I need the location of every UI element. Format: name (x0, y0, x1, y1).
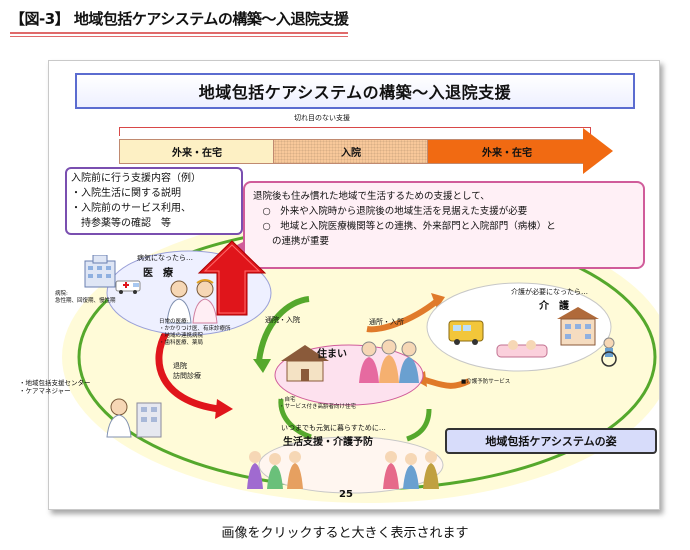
preadmission-item: ・入院生活に関する説明 (71, 188, 181, 199)
care-facility-icon (557, 307, 599, 346)
ambulance-icon (115, 280, 141, 294)
preadmission-heading: 入院前に行う支援内容（例） (71, 173, 201, 184)
timeline-inpatient: 入院 (273, 139, 429, 164)
timeline-label: 切れ目のない支援 (294, 114, 350, 122)
title-underline-2 (10, 36, 348, 37)
slide-image[interactable]: 地域包括ケアシステムの構築～入退院支援 切れ目のない支援 外来・在宅 入院 外来… (19, 60, 660, 510)
home-title: 住まい (317, 349, 347, 360)
clinic-note: 日常の医療: ・かかりつけ医、有床診療所 ・地域の連携病院 ・歯科医療、薬局 (159, 319, 231, 346)
preadmission-item: 持参薬等の確認 等 (71, 218, 171, 229)
care-manager-icon (106, 398, 162, 438)
care-service-note: ■介護予防サービス (461, 379, 511, 385)
day-service-arrow (366, 298, 439, 333)
bath-care-icon (496, 340, 548, 358)
slide-title: 地域包括ケアシステムの構築～入退院支援 (75, 73, 635, 109)
outpatient-arrow (256, 296, 310, 362)
medical-title: 医 療 (143, 268, 173, 279)
house-icon (281, 345, 329, 382)
community-label: 地域包括ケアシステムの姿 (445, 428, 657, 454)
timeline-outpatient: 外来・在宅 (119, 139, 275, 164)
community-people-icon (247, 451, 439, 489)
day-service-arrowhead (431, 293, 445, 309)
life-caption: いつまでも元気に暮らすために… (281, 424, 386, 432)
title-underline (10, 32, 348, 34)
discharge-line: 退院後も住み慣れた地域で生活するための支援として、 (253, 191, 490, 202)
life-title: 生活支援・介護予防 (283, 437, 373, 448)
page-header: 【図-3】 地域包括ケアシステムの構築～入退院支援 (10, 8, 350, 38)
home-notes: ・自宅 ・サービス付き高齢者向け住宅 (279, 397, 357, 410)
preadmission-item: ・入院前のサービス利用、 (71, 203, 191, 214)
support-center-notes: ・地域包括支援センター ・ケアマネジャー (19, 379, 91, 396)
page-title: 地域包括ケアシステムの構築～入退院支援 (73, 10, 349, 28)
life-arrow-left (278, 398, 312, 440)
admission-arrow-icon (197, 240, 267, 316)
slide-page-number: 25 (339, 489, 353, 500)
discharge-arrow (155, 329, 220, 413)
elderly-people-icon (359, 339, 419, 383)
discharge-line: ○ 地域と入院医療機関等との連携、外来部門と入院部門（病棟）と (253, 221, 556, 232)
care-title: 介 護 (539, 301, 569, 312)
discharge-flow-label: 退院 訪問診療 (173, 362, 201, 380)
discharge-arrowhead (215, 399, 233, 419)
life-arrow-right (406, 408, 432, 442)
discharge-box: 退院後も住み慣れた地域で生活するための支援として、 ○ 外来や入院時から退院後の… (243, 181, 645, 269)
hospital-icon (84, 255, 116, 288)
day-service-flow-label: 通所・入所 (369, 318, 404, 326)
discharge-line: ○ 外来や入院時から退院後の地域生活を見据えた支援が必要 (253, 206, 528, 217)
doctor-icon (166, 279, 218, 324)
enlarge-hint: 画像をクリックすると大きく表示されます (221, 526, 469, 541)
care-caption: 介護が必要になったら… (511, 288, 588, 296)
discharge-line: の連携が重要 (253, 236, 330, 247)
wheelchair-icon (601, 337, 617, 367)
timeline-bracket (119, 127, 591, 136)
figure-label: 【図-3】 (10, 10, 70, 28)
hospital-note: 病院: 急性期、回復期、慢性期 (55, 291, 116, 304)
preadmission-box: 入院前に行う支援内容（例） ・入院生活に関する説明 ・入院前のサービス利用、 持… (65, 167, 243, 235)
timeline-outpatient-after: 外来・在宅 (427, 139, 587, 164)
medical-caption: 病気になったら… (137, 254, 193, 262)
outpatient-arrowhead (253, 359, 271, 373)
care-oval (426, 282, 612, 372)
outpatient-flow-label: 通院・入院 (265, 316, 300, 324)
timeline-arrowhead (583, 128, 613, 174)
bus-icon (448, 320, 484, 345)
